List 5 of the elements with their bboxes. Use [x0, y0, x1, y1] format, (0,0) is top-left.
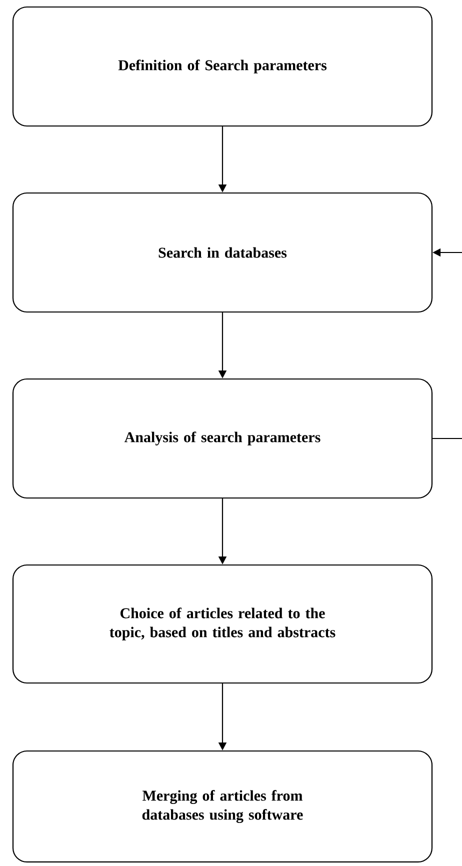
- process-box: Choice of articles related to the topic, based on titles and abstracts: [12, 564, 433, 684]
- process-box: Analysis of search parameters: [12, 378, 433, 499]
- process-box: Definition of Search parameters: [12, 6, 433, 127]
- process-box: Search in databases: [12, 192, 433, 313]
- process-box: Merging of articles from databases using software: [12, 750, 433, 863]
